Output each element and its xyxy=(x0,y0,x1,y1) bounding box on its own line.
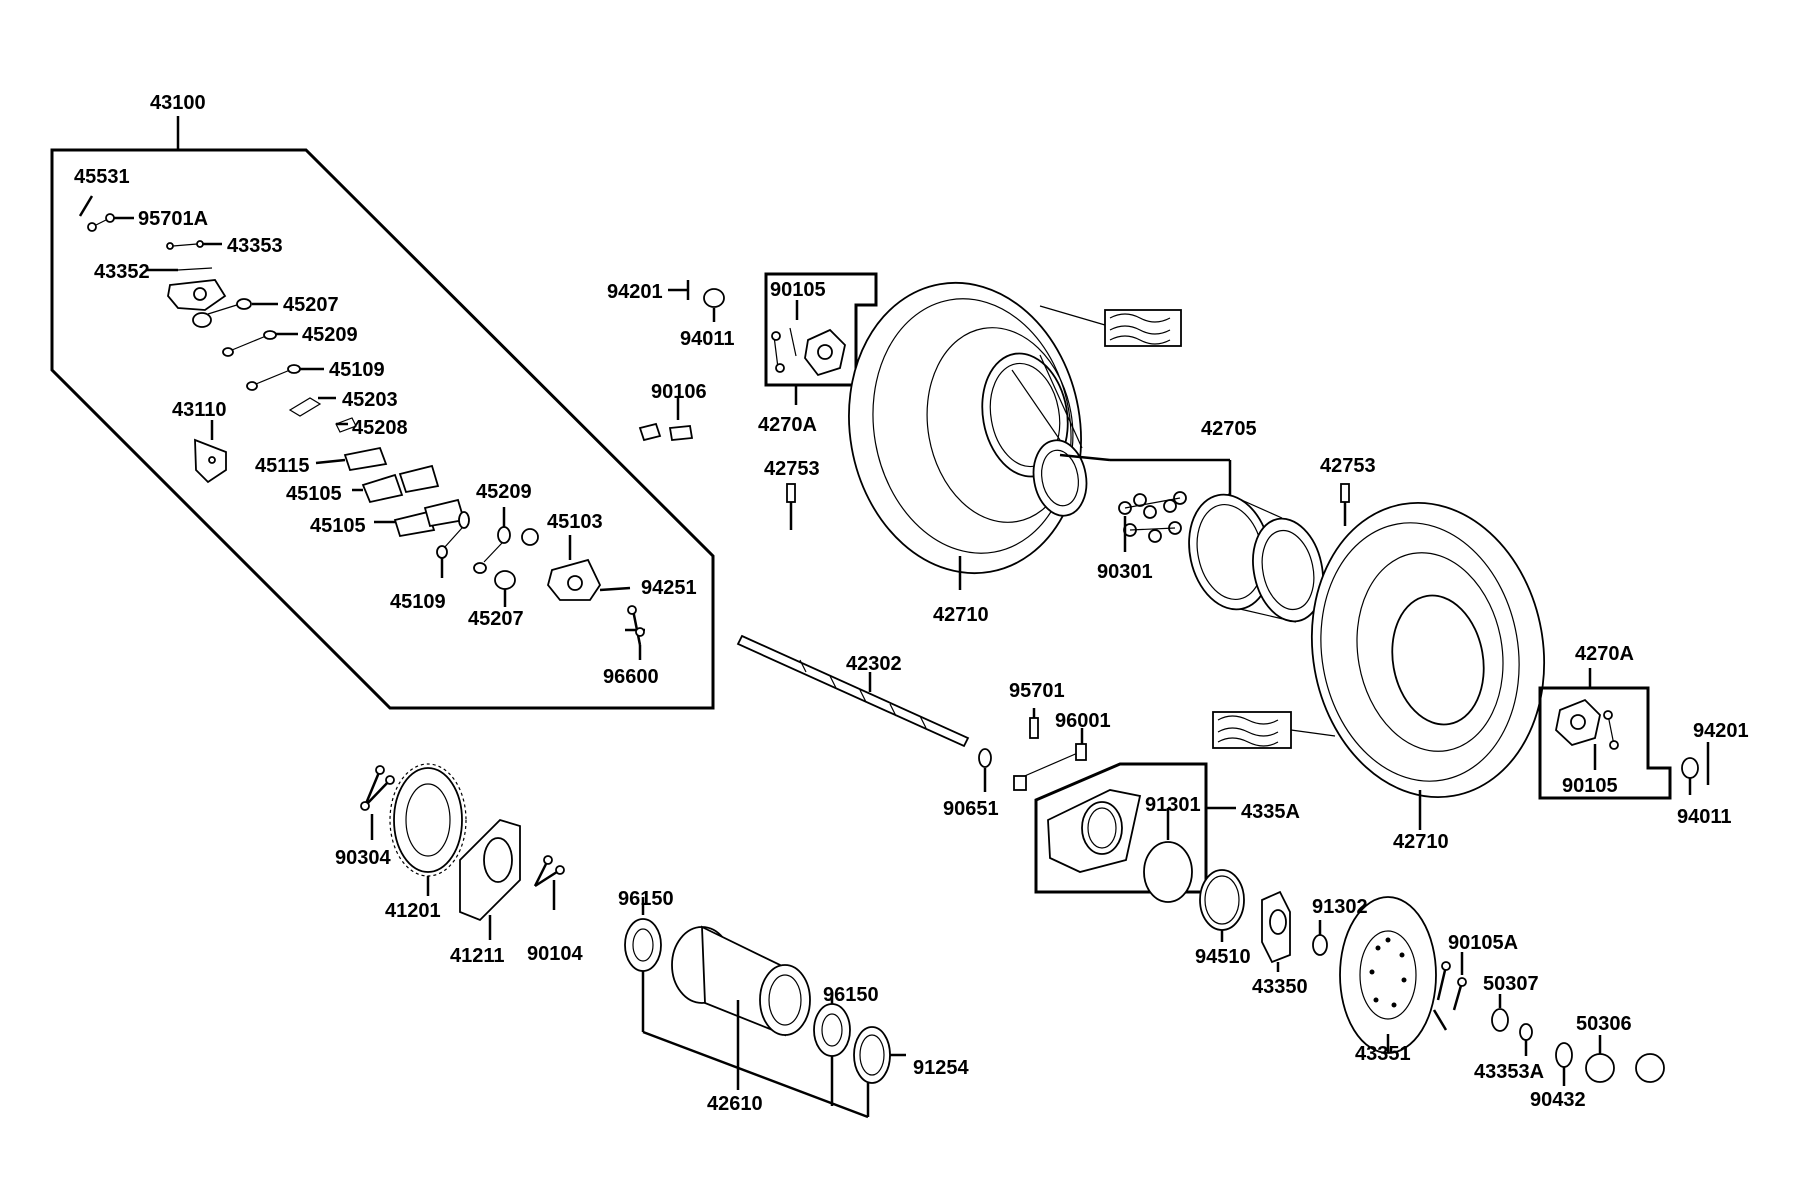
caliper-assembly-frame xyxy=(50,148,715,710)
nuts-90301 xyxy=(1118,491,1187,543)
label-45207-upper: 45207 xyxy=(283,294,339,316)
label-43110: 43110 xyxy=(172,399,227,421)
label-43352: 43352 xyxy=(94,261,150,283)
label-96600: 96600 xyxy=(603,666,659,688)
label-94510: 94510 xyxy=(1195,946,1251,968)
label-94011-right: 94011 xyxy=(1677,806,1732,828)
label-94201-top: 94201 xyxy=(607,281,663,303)
label-4335A: 4335A xyxy=(1241,801,1300,823)
label-96150-b: 96150 xyxy=(823,984,879,1006)
label-90104: 90104 xyxy=(527,943,583,965)
bearing-carrier-frame xyxy=(1034,762,1208,894)
sprocket-group xyxy=(360,763,565,940)
label-45203: 45203 xyxy=(342,389,398,411)
label-91302: 91302 xyxy=(1312,896,1368,918)
hub-kit-right xyxy=(1538,668,1710,800)
label-90651: 90651 xyxy=(943,798,999,820)
label-50306: 50306 xyxy=(1576,1013,1632,1035)
label-43351: 43351 xyxy=(1355,1043,1411,1065)
label-45208: 45208 xyxy=(352,417,408,439)
label-45105-a: 45105 xyxy=(286,483,342,505)
label-45109-lower: 45109 xyxy=(390,591,446,613)
label-91254: 91254 xyxy=(913,1057,969,1079)
hub-kit-frame-top xyxy=(764,272,878,387)
axle-shaft xyxy=(736,634,992,792)
tire-upper xyxy=(848,281,1182,590)
label-41211: 41211 xyxy=(450,945,505,967)
label-90301: 90301 xyxy=(1097,561,1153,583)
label-42302: 42302 xyxy=(846,653,902,675)
label-90304: 90304 xyxy=(335,847,391,869)
brake-disc-group xyxy=(1199,869,1665,1086)
label-45531: 45531 xyxy=(74,166,130,188)
brake-caliper-group xyxy=(50,116,715,710)
label-95701A: 95701A xyxy=(138,208,208,230)
label-91301: 91301 xyxy=(1145,794,1201,816)
label-43100: 43100 xyxy=(150,92,206,114)
sprocket xyxy=(393,767,463,873)
bolts-95701-96001 xyxy=(1013,708,1087,791)
label-45207-lower: 45207 xyxy=(468,608,524,630)
label-95701: 95701 xyxy=(1009,680,1065,702)
part-number-labels: 43100 45531 95701A 43353 43352 45207 452… xyxy=(74,92,1749,1115)
label-90105A: 90105A xyxy=(1448,932,1518,954)
label-43350: 43350 xyxy=(1252,976,1308,998)
rim-assembly xyxy=(1059,453,1324,623)
label-90432: 90432 xyxy=(1530,1089,1586,1111)
label-45209-lower: 45209 xyxy=(476,481,532,503)
label-90105-top: 90105 xyxy=(770,279,826,301)
label-96150-a: 96150 xyxy=(618,888,674,910)
label-94251: 94251 xyxy=(641,577,697,599)
label-42753-left: 42753 xyxy=(764,458,820,480)
label-42610: 42610 xyxy=(707,1093,763,1115)
label-90105-right: 90105 xyxy=(1562,775,1618,797)
upper-hub-parts xyxy=(638,272,1350,530)
label-43353: 43353 xyxy=(227,235,283,257)
brake-disc xyxy=(1339,896,1437,1054)
label-42705: 42705 xyxy=(1201,418,1257,440)
tire-lower xyxy=(1212,501,1546,830)
label-4270A-right: 4270A xyxy=(1575,643,1634,665)
label-96001: 96001 xyxy=(1055,710,1111,732)
label-45115: 45115 xyxy=(255,455,310,477)
label-4270A-top: 4270A xyxy=(758,414,817,436)
label-90106: 90106 xyxy=(651,381,707,403)
label-94011-top: 94011 xyxy=(680,328,735,350)
label-41201: 41201 xyxy=(385,900,441,922)
label-45103: 45103 xyxy=(547,511,603,533)
label-50307: 50307 xyxy=(1483,973,1539,995)
label-45109-upper: 45109 xyxy=(329,359,385,381)
label-42710-lower: 42710 xyxy=(1393,831,1449,853)
label-45209-upper: 45209 xyxy=(302,324,358,346)
label-42753-right: 42753 xyxy=(1320,455,1376,477)
caliper-small-parts xyxy=(78,195,645,660)
label-94201-right: 94201 xyxy=(1693,720,1749,742)
bearing-carrier-group xyxy=(1034,762,1236,903)
hub-kit-frame-right xyxy=(1538,686,1672,800)
label-45105-b: 45105 xyxy=(310,515,366,537)
label-42710-upper: 42710 xyxy=(933,604,989,626)
axle-housing-group xyxy=(624,897,906,1119)
label-43353A: 43353A xyxy=(1474,1061,1544,1083)
